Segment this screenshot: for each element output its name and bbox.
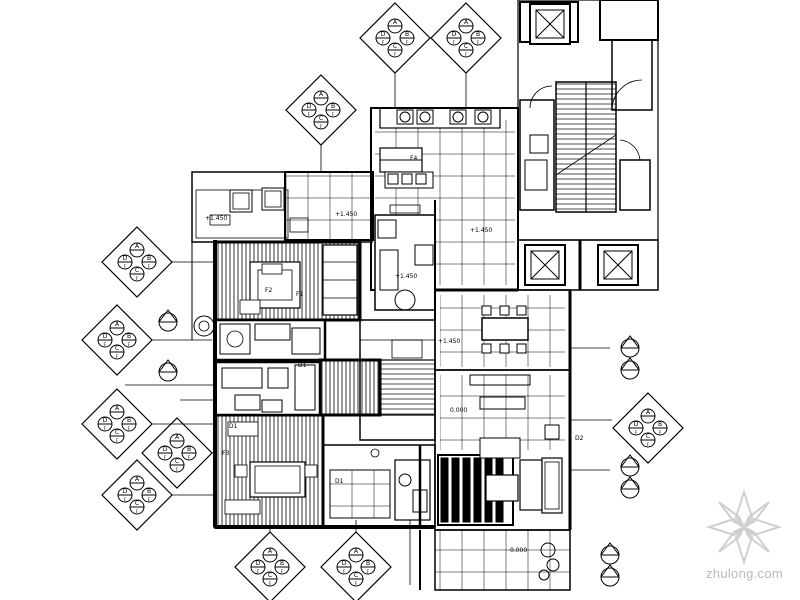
level-tag: +1.450 [335, 211, 357, 218]
level-tag: 0.000 [450, 407, 467, 414]
living-room [434, 369, 571, 531]
central-hall [318, 319, 436, 441]
level-tag: +1.450 [395, 273, 417, 280]
core-lobby [517, 0, 659, 291]
second-bedroom [213, 413, 325, 529]
watermark-text: zhulong.com [706, 566, 784, 581]
master-bedroom [213, 240, 362, 322]
level-tag: +1.450 [470, 227, 492, 234]
major-walls [191, 107, 572, 530]
floor-tag: F2 [265, 287, 272, 294]
upper-left-room [191, 171, 374, 243]
floor-tag: F1 [296, 291, 303, 298]
door-tag: D2 [575, 435, 584, 442]
floor-tag: F4 [410, 155, 417, 162]
level-tag: +1.450 [205, 215, 227, 222]
secondary-bath [213, 360, 322, 417]
door-tag: D1 [298, 362, 307, 369]
door-tag: D1 [229, 423, 238, 430]
powder-room [322, 444, 436, 528]
bathroom [193, 315, 327, 362]
level-tag: +1.450 [438, 338, 460, 345]
zhulong-logo-icon [705, 488, 783, 566]
lower-balcony [419, 529, 571, 591]
key-leader-lines [125, 73, 612, 585]
level-tag: 0.000 [510, 547, 527, 554]
kitchen [370, 107, 519, 320]
door-tag: D1 [335, 478, 344, 485]
floor-tag: F3 [222, 450, 229, 457]
